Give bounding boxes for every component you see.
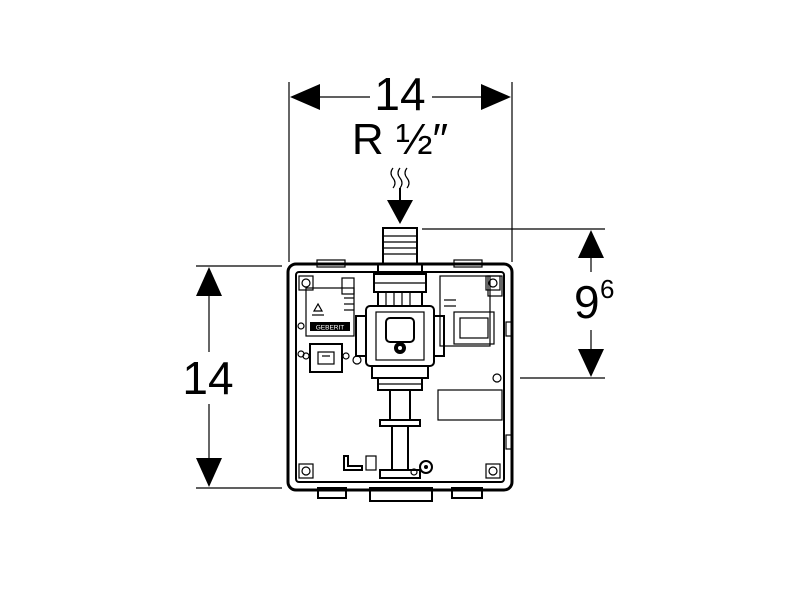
left-dim-arrow-top [196, 267, 222, 296]
top-dim-arrow-right [481, 84, 511, 110]
bottom-fittings [343, 455, 433, 476]
right-dim-arrow-bottom [578, 349, 604, 377]
solenoid-compartment [437, 275, 503, 421]
brand-logo [310, 322, 350, 331]
top-dim-arrow-left [290, 84, 320, 110]
flush-box-housing [286, 259, 514, 502]
right-dim-arrow-top [578, 230, 604, 258]
water-flow-icon [390, 167, 410, 189]
right-height-main: 9 [574, 276, 600, 328]
electronics-module: GEBERIT [302, 277, 362, 373]
valve-body [355, 291, 445, 391]
brand-logo-text: GEBERIT [316, 325, 345, 332]
inlet-pipe [373, 227, 427, 293]
left-height-dimension: 14 [182, 265, 282, 489]
thread-label: R ½″ [352, 115, 448, 164]
top-width-label: 14 [374, 68, 425, 120]
right-height-dimension: 9 6 [422, 228, 614, 379]
arrow-down-icon [387, 188, 413, 224]
left-dim-arrow-bottom [196, 458, 222, 487]
left-height-label: 14 [182, 352, 233, 404]
outlet-pipe [379, 389, 421, 479]
right-height-label: 9 [574, 276, 600, 328]
top-width-dimension: 14 [288, 68, 513, 262]
right-height-superscript: 6 [600, 274, 614, 304]
